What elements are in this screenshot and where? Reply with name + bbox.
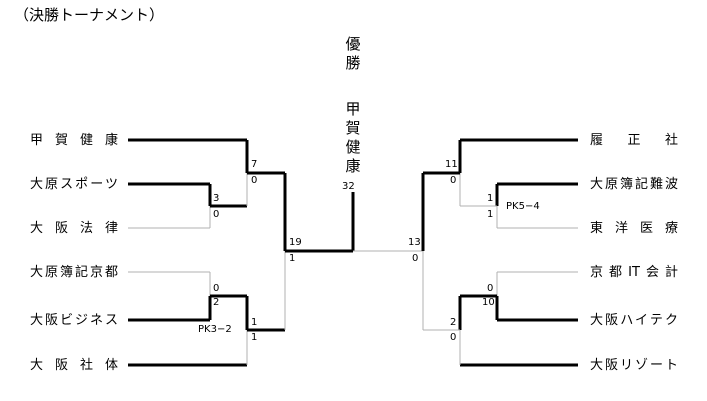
champion-team-char: 甲	[345, 100, 361, 118]
score-left-r1a-top: 3	[213, 193, 220, 204]
score-left-r1b-top: 0	[213, 283, 220, 294]
score-left-r1a-bot: 0	[213, 209, 220, 220]
score-left-semi-top: 19	[289, 237, 302, 248]
score-right-r2a-top: 11	[445, 159, 458, 170]
score-left-semi-bot: 1	[289, 253, 296, 264]
team-right-6: 大阪リゾート	[590, 358, 678, 373]
champion-team-char: 賀	[345, 119, 361, 137]
champion-heading-char: 勝	[345, 54, 361, 72]
pk-right: PK5−4	[506, 201, 540, 212]
champion-heading-char: 優	[345, 35, 361, 53]
champion-team: 甲 賀 健 康	[343, 100, 363, 176]
score-left-r2a-bot: 0	[251, 175, 258, 186]
team-left-1: 甲賀健康	[30, 133, 118, 148]
team-left-6: 大阪社体	[30, 358, 118, 373]
page-title: （決勝トーナメント）	[14, 6, 165, 24]
pk-left: PK3−2	[198, 324, 232, 335]
team-right-2: 大原簿記難波	[590, 177, 678, 192]
score-right-r2b-bot: 0	[450, 332, 457, 343]
team-left-2: 大原スポーツ	[30, 177, 118, 192]
team-left-5: 大阪ビジネス	[30, 313, 118, 328]
score-left-r2b-top: 1	[251, 317, 258, 328]
score-left-r1b-bot: 2	[213, 297, 220, 308]
team-right-3: 東洋医療	[590, 221, 678, 236]
team-left-3: 大阪法律	[30, 221, 118, 236]
score-final: 32	[342, 181, 355, 192]
team-right-5: 大阪ハイテク	[590, 313, 678, 328]
champion-team-char: 康	[345, 157, 361, 175]
score-right-semi-bot: 0	[412, 253, 419, 264]
score-right-r1b-bot: 10	[482, 297, 495, 308]
team-right-1: 履正社	[590, 133, 678, 148]
score-right-r1a-top: 1	[487, 193, 494, 204]
score-right-r2b-top: 2	[450, 317, 457, 328]
score-left-r2b-bot: 1	[251, 332, 258, 343]
score-right-r2a-bot: 0	[450, 175, 457, 186]
score-right-r1b-top: 0	[487, 283, 494, 294]
champion-heading: 優 勝	[343, 35, 363, 73]
score-right-r1a-bot: 1	[487, 209, 494, 220]
team-left-4: 大原簿記京都	[30, 265, 118, 280]
team-right-4: 京都IT会計	[590, 265, 678, 280]
champion-team-char: 健	[345, 138, 361, 156]
score-right-semi-top: 13	[408, 237, 421, 248]
score-left-r2a-top: 7	[251, 159, 258, 170]
